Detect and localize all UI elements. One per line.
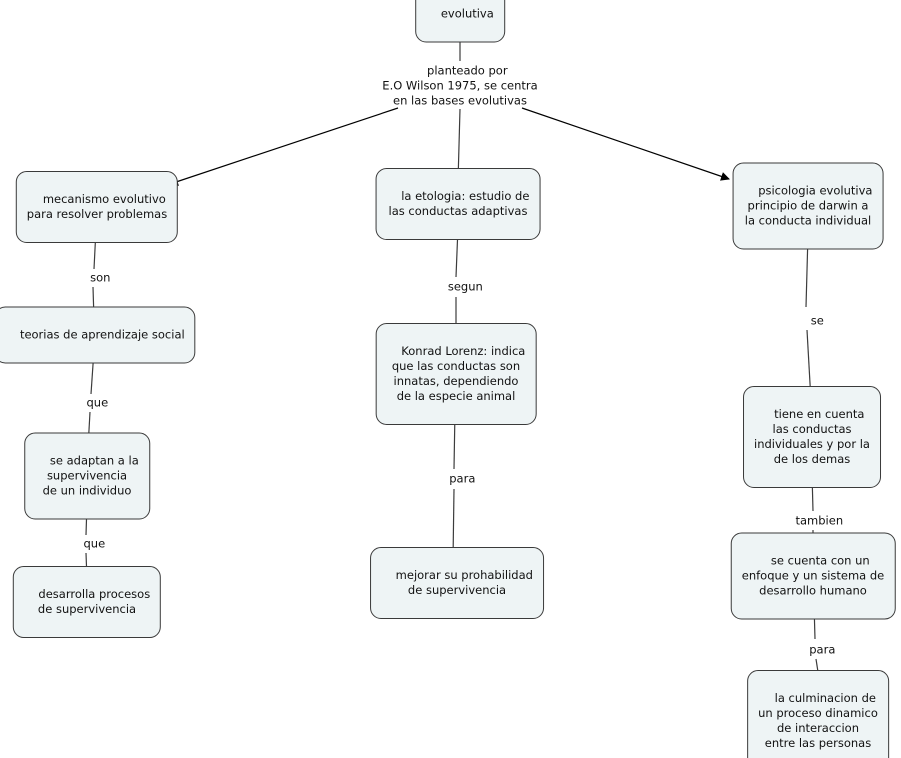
concept-desarrolla-procesos[interactable]: desarrolla procesos de supervivencia	[12, 566, 162, 638]
concept-mecanismo-evolutivo[interactable]: mecanismo evolutivo para resolver proble…	[15, 171, 179, 243]
concept-label: la culminacion de un proceso dinamico de…	[758, 691, 878, 750]
concept-psicologia-evolutiva[interactable]: psicologia evolutiva principio de darwin…	[732, 162, 884, 250]
linking-phrase-label: tambien	[795, 513, 844, 528]
concept-konrad-lorenz[interactable]: Konrad Lorenz: indica que las conductas …	[375, 323, 537, 425]
concept-label: mecanismo evolutivo para resolver proble…	[26, 192, 168, 221]
concept-mejorar-prohabilidad[interactable]: mejorar su prohabilidad de supervivencia	[370, 547, 544, 619]
concept-teorias-aprendizaje[interactable]: teorias de aprendizaje social	[0, 306, 196, 364]
concept-se-adaptan[interactable]: se adaptan a la supervivencia de un indi…	[24, 432, 150, 520]
linking-phrase-se[interactable]: se	[796, 299, 824, 344]
concept-label: tiene en cuenta las conductas individual…	[754, 407, 870, 466]
concept-label: se adaptan a la supervivencia de un indi…	[42, 453, 139, 498]
linking-phrase-label: son	[90, 270, 111, 285]
linking-phrase-que-1[interactable]: que	[72, 381, 108, 426]
concept-culminacion[interactable]: la culminacion de un proceso dinamico de…	[747, 670, 889, 758]
linking-phrase-label: para	[449, 471, 476, 486]
linking-phrase-planteado-por[interactable]: planteado por E.O Wilson 1975, se centra…	[382, 49, 537, 124]
linking-phrase-label: planteado por E.O Wilson 1975, se centra…	[382, 63, 538, 108]
concept-label: Konrad Lorenz: indica que las conductas …	[391, 344, 526, 403]
linking-phrase-segun[interactable]: segun	[433, 265, 483, 310]
concept-label: teorias de aprendizaje social	[19, 327, 185, 342]
concept-label: mejorar su prohabilidad de supervivencia	[395, 568, 533, 597]
concept-label: evolutiva	[440, 6, 494, 21]
linking-phrase-label: para	[809, 642, 836, 657]
concept-se-cuenta-enfoque[interactable]: se cuenta con un enfoque y un sistema de…	[730, 532, 896, 620]
linking-phrase-que-2[interactable]: que	[69, 522, 105, 567]
linking-phrase-para-1[interactable]: para	[435, 457, 476, 502]
linking-phrase-label: se	[810, 313, 824, 328]
linking-phrase-label: que	[83, 536, 106, 551]
linking-phrase-son[interactable]: son	[76, 256, 111, 301]
concept-evolutiva[interactable]: evolutiva	[415, 0, 505, 43]
linking-phrase-para-2[interactable]: para	[795, 628, 836, 673]
concept-label: la etologia: estudio de las conductas ad…	[388, 189, 530, 218]
concept-label: desarrolla procesos de supervivencia	[37, 587, 151, 616]
linking-phrase-label: que	[86, 395, 109, 410]
linking-phrase-label: segun	[447, 279, 483, 294]
concept-tiene-en-cuenta[interactable]: tiene en cuenta las conductas individual…	[743, 386, 881, 488]
concept-label: se cuenta con un enfoque y un sistema de…	[741, 553, 885, 598]
concept-label: psicologia evolutiva principio de darwin…	[744, 183, 873, 228]
concept-etologia[interactable]: la etologia: estudio de las conductas ad…	[375, 168, 541, 240]
linking-phrase-tambien[interactable]: tambien	[781, 499, 844, 544]
